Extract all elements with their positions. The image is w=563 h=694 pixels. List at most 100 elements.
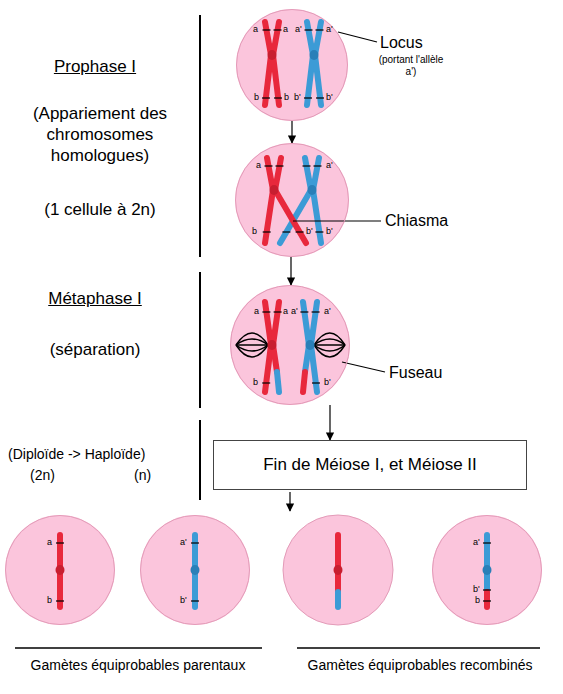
- allele-label: a': [180, 537, 187, 548]
- spindle-fiber: [236, 345, 268, 357]
- allele-label: b': [473, 584, 480, 595]
- allele-label: b': [294, 92, 301, 103]
- flow-arrow: [290, 492, 291, 511]
- locus-tick: [265, 165, 273, 166]
- allele-label: b': [324, 377, 331, 388]
- locus-tick: [483, 589, 491, 590]
- cell: aa'bb'b': [235, 143, 349, 257]
- gamete-caption: Gamètes équiprobables recombinés: [295, 657, 545, 674]
- cell-fill: [283, 515, 393, 625]
- allele-label: b': [326, 226, 333, 237]
- phase-note: (Appariement des chromosomes homologues): [12, 103, 188, 166]
- chromosome: [303, 372, 305, 392]
- flow-arrow: [290, 257, 291, 285]
- cell-membrane: [433, 516, 542, 625]
- centromere: [268, 50, 277, 60]
- cell: aaa'a'bb': [230, 285, 350, 405]
- locus-tick: [314, 165, 322, 166]
- process-box: Fin de Méiose I, et Méiose II: [213, 440, 527, 490]
- allele-label: b: [253, 377, 258, 388]
- cell: aaa'a'bbb'b': [236, 9, 348, 121]
- phase-title: Prophase I: [20, 56, 170, 77]
- gamete-bracket: [297, 647, 540, 649]
- chromosome: [484, 592, 490, 607]
- locus-tick: [262, 311, 270, 312]
- centromere: [56, 565, 65, 575]
- cell-membrane: [237, 10, 348, 121]
- allele-label: b': [306, 226, 313, 237]
- ploidy-value: (2n): [30, 467, 70, 484]
- locus-tick: [303, 165, 311, 166]
- chromosome: [265, 22, 271, 105]
- locus-tick: [282, 231, 290, 232]
- cell-membrane: [236, 144, 349, 257]
- spindle-fiber: [314, 344, 345, 346]
- locus-tick: [483, 600, 491, 601]
- phase-divider: [199, 15, 201, 257]
- locus-tick: [274, 97, 282, 98]
- locus-tick: [56, 542, 64, 543]
- allele-label: a: [253, 24, 258, 35]
- callout-label: Locus: [380, 33, 450, 53]
- phase-note: (1 cellule à 2n): [12, 199, 188, 220]
- gamete-cell: a' b': [140, 515, 250, 625]
- spindle-fiber: [314, 333, 345, 345]
- cell-fill: [235, 143, 349, 257]
- centromere: [308, 185, 317, 195]
- locus-tick: [296, 231, 304, 232]
- gamete-cell: a' b'b: [432, 515, 542, 625]
- locus-tick: [274, 311, 282, 312]
- cell-outline: [230, 285, 350, 405]
- gamete-cell: ab: [5, 515, 115, 625]
- locus-tick: [263, 29, 271, 30]
- leader-line: [342, 362, 385, 372]
- locus-tick: [300, 311, 308, 312]
- chromosome: [307, 22, 313, 105]
- chromosome: [273, 22, 279, 105]
- cell-membrane: [141, 516, 250, 625]
- cell-outline: [432, 515, 542, 625]
- allele-label: a: [256, 160, 261, 171]
- phase-title: Métaphase I: [20, 288, 170, 309]
- allele-label: a: [254, 306, 259, 317]
- allele-label: a': [291, 306, 298, 317]
- centromere: [483, 565, 492, 575]
- cell-fill: [5, 515, 115, 625]
- chromosome: [313, 158, 321, 243]
- locus-tick: [262, 382, 270, 383]
- locus-tick: [263, 231, 271, 232]
- gamete-caption: Gamètes équiprobables parentaux: [20, 657, 256, 674]
- phase-divider: [199, 420, 201, 500]
- flow-arrow: [289, 492, 290, 511]
- spindle-fiber: [314, 339, 345, 345]
- phase-note: (séparation): [20, 339, 170, 360]
- spindle-fiber: [236, 339, 268, 345]
- centromere: [306, 340, 315, 350]
- ploidy-value: (n): [134, 467, 174, 484]
- callout-label: Fuseau: [389, 363, 469, 383]
- cell-outline: [140, 515, 250, 625]
- locus-tick: [276, 165, 284, 166]
- spindle-fiber: [314, 345, 345, 357]
- allele-label: b': [326, 92, 333, 103]
- centromere: [268, 340, 277, 350]
- locus-tick: [312, 311, 320, 312]
- ploidy-note: (Diploïde -> Haploïde): [8, 446, 198, 463]
- allele-label: a': [326, 24, 333, 35]
- cell-fill: [236, 9, 348, 121]
- cell-outline: [5, 515, 115, 625]
- centromere: [310, 50, 319, 60]
- spindle-fiber: [236, 344, 268, 346]
- cell-membrane: [231, 286, 350, 405]
- chromosome: [265, 158, 273, 243]
- locus-tick: [316, 97, 324, 98]
- allele-label: a': [295, 24, 302, 35]
- leader-line: [338, 32, 377, 42]
- allele-label: b: [475, 595, 480, 606]
- allele-label: a': [473, 537, 480, 548]
- allele-label: b: [252, 226, 257, 237]
- centromere: [270, 185, 279, 195]
- allele-label: b': [180, 595, 187, 606]
- chromosome: [275, 158, 306, 243]
- centromere: [191, 565, 200, 575]
